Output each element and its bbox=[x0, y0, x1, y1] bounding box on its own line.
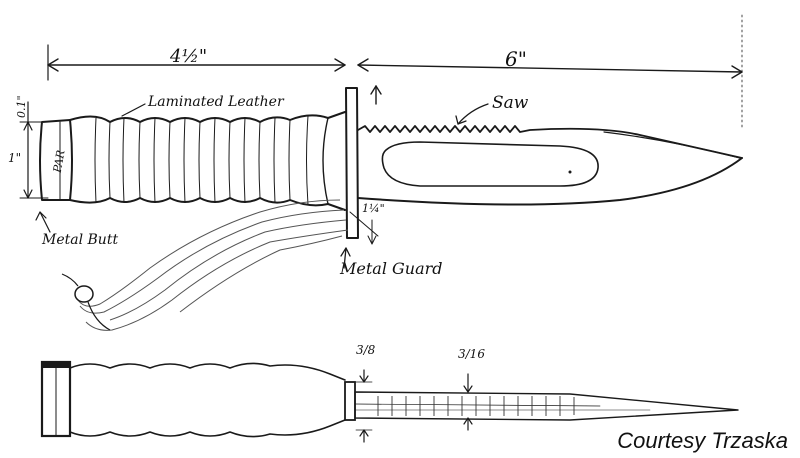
spine-width-dim-1 bbox=[355, 369, 373, 443]
spine-width-label-1: 3/8 bbox=[356, 343, 376, 357]
spine-width-label-2: 3/16 bbox=[458, 347, 485, 361]
top-dim-label: 0.1" bbox=[15, 95, 28, 118]
butt-label: Metal Butt bbox=[41, 232, 118, 248]
saw-pointer bbox=[457, 103, 489, 125]
blade-length-label: 6" bbox=[505, 47, 527, 71]
guard-label: Metal Guard bbox=[339, 259, 443, 278]
handle-length-dimension bbox=[47, 44, 346, 81]
butt-mark: PAR bbox=[51, 149, 68, 175]
spine-view-butt bbox=[40, 360, 72, 438]
guard-pointer bbox=[340, 247, 351, 269]
spine-view-blade bbox=[354, 391, 739, 421]
lanyard bbox=[61, 199, 349, 331]
guard-height-arrow bbox=[370, 85, 382, 105]
blade bbox=[357, 125, 743, 206]
handle-length-label: 4½" bbox=[169, 46, 207, 67]
butt-pointer bbox=[35, 211, 51, 233]
blade-length-dimension bbox=[357, 14, 743, 131]
height-dim-label: 1" bbox=[8, 151, 21, 165]
handle-material-label: Laminated Leather bbox=[147, 94, 285, 110]
caption: Courtesy Trzaska bbox=[617, 428, 788, 453]
material-pointer bbox=[121, 103, 146, 117]
spine-width-dim-2 bbox=[463, 373, 473, 431]
guard-dim-label: 1¼" bbox=[362, 202, 385, 215]
leather-handle bbox=[69, 111, 346, 211]
guard-dim-marks bbox=[349, 211, 379, 245]
metal-guard bbox=[345, 87, 359, 239]
spine-view-handle bbox=[69, 362, 356, 438]
saw-label: Saw bbox=[492, 93, 529, 113]
